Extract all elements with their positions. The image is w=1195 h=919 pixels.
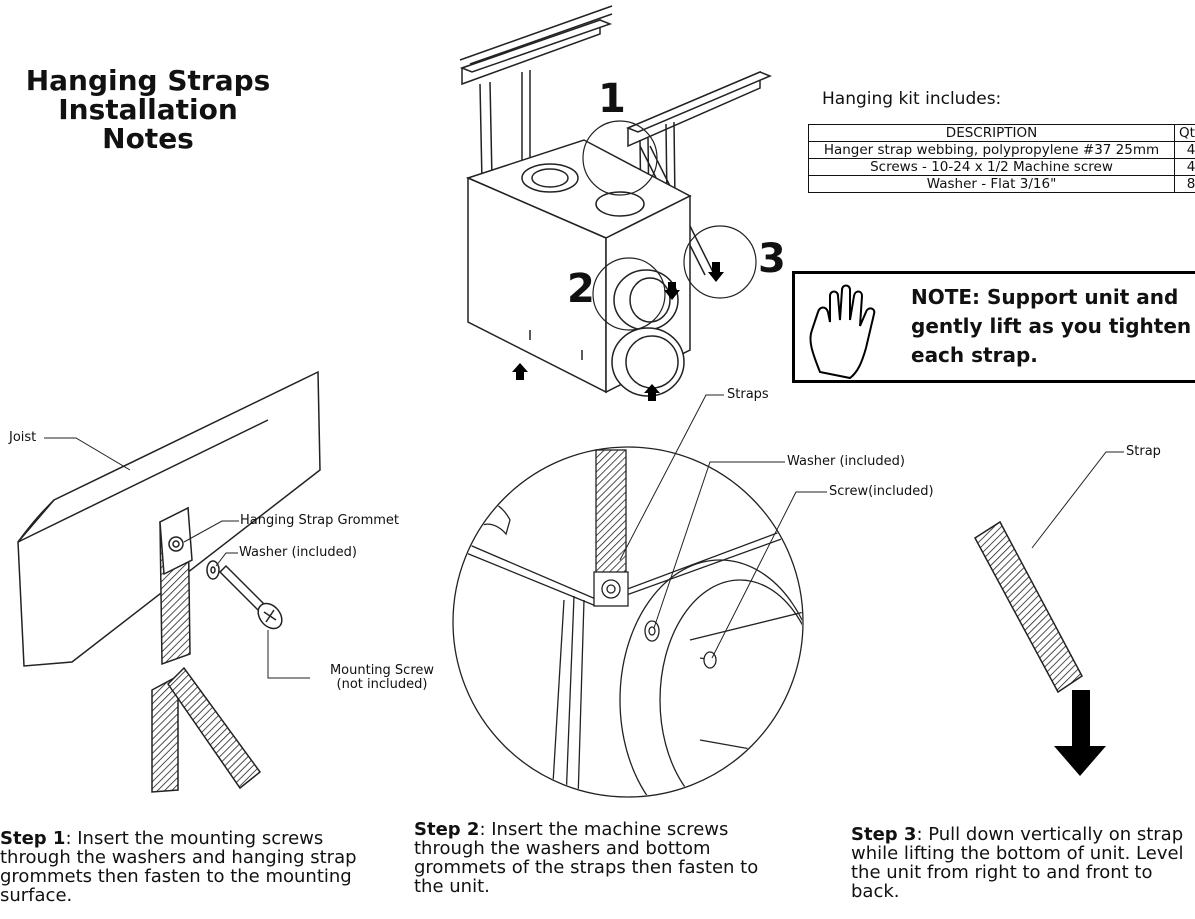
callout-2: 2 (567, 266, 595, 312)
kit-desc: Washer - Flat 3/16" (808, 175, 1175, 193)
label-screw-mid: Screw(included) (829, 484, 934, 499)
mounting-screw-text: Mounting Screw (329, 663, 435, 678)
joist-detail-illustration (17, 370, 321, 793)
label-mounting-screw: Mounting Screw (not included) (312, 664, 452, 692)
unit-corner-detail-illustration (452, 446, 804, 798)
label-straps: Straps (727, 387, 769, 402)
note-text: NOTE: Support unit and gently lift as yo… (911, 285, 1192, 367)
raised-hand-icon (809, 284, 876, 380)
kit-table: DESCRIPTION Qty Hanger strap webbing, po… (808, 124, 1195, 193)
kit-desc: Hanger strap webbing, polypropylene #37 … (808, 141, 1175, 159)
kit-qty: 4 (1174, 141, 1195, 159)
kit-heading: Hanging kit includes: (822, 89, 1002, 109)
step-1: Step 1: Insert the mounting screws throu… (0, 829, 388, 919)
kit-qty: 8 (1174, 175, 1195, 193)
col-description: DESCRIPTION (808, 124, 1175, 142)
label-grommet: Hanging Strap Grommet (240, 513, 400, 528)
kit-desc: Screws - 10-24 x 1/2 Machine screw (808, 158, 1175, 176)
page-title: Hanging Straps Installation Notes (14, 66, 282, 153)
step-2: Step 2: Insert the machine screws throug… (414, 820, 774, 896)
step-3-text: : Pull down vertically on strap while li… (851, 825, 1184, 901)
step-1-text: : Insert the mounting screws through the… (0, 829, 357, 906)
step-2-label: Step 2 (414, 819, 480, 840)
label-strap-right: Strap (1126, 444, 1161, 459)
table-row: Washer - Flat 3/16" 8 (808, 175, 1195, 193)
title-line-2: Installation (58, 93, 238, 126)
note-box: NOTE: Support unit and gently lift as yo… (792, 271, 1195, 383)
step-1-label: Step 1 (0, 829, 66, 849)
label-joist: Joist (9, 430, 37, 445)
label-washer-left: Washer (included) (239, 545, 357, 560)
title-line-3: Notes (102, 122, 194, 155)
title-line-1: Hanging Straps (25, 64, 271, 97)
col-qty: Qty (1174, 124, 1195, 142)
overview-illustration (459, 5, 772, 397)
kit-qty: 4 (1174, 158, 1195, 176)
down-arrow-icon (1054, 690, 1106, 776)
table-row: Hanger strap webbing, polypropylene #37 … (808, 141, 1195, 159)
callout-1: 1 (598, 76, 626, 122)
step-3: Step 3: Pull down vertically on strap wh… (851, 825, 1195, 901)
kit-table-header: DESCRIPTION Qty (808, 124, 1195, 142)
step-3-label: Step 3 (851, 825, 917, 845)
table-row: Screws - 10-24 x 1/2 Machine screw 4 (808, 158, 1195, 176)
label-washer-mid: Washer (included) (787, 454, 905, 469)
step-2-text: : Insert the machine screws through the … (414, 819, 759, 897)
callout-3: 3 (758, 236, 786, 282)
strap-pull-illustration (974, 520, 1106, 776)
mounting-screw-note: (not included) (336, 677, 428, 692)
